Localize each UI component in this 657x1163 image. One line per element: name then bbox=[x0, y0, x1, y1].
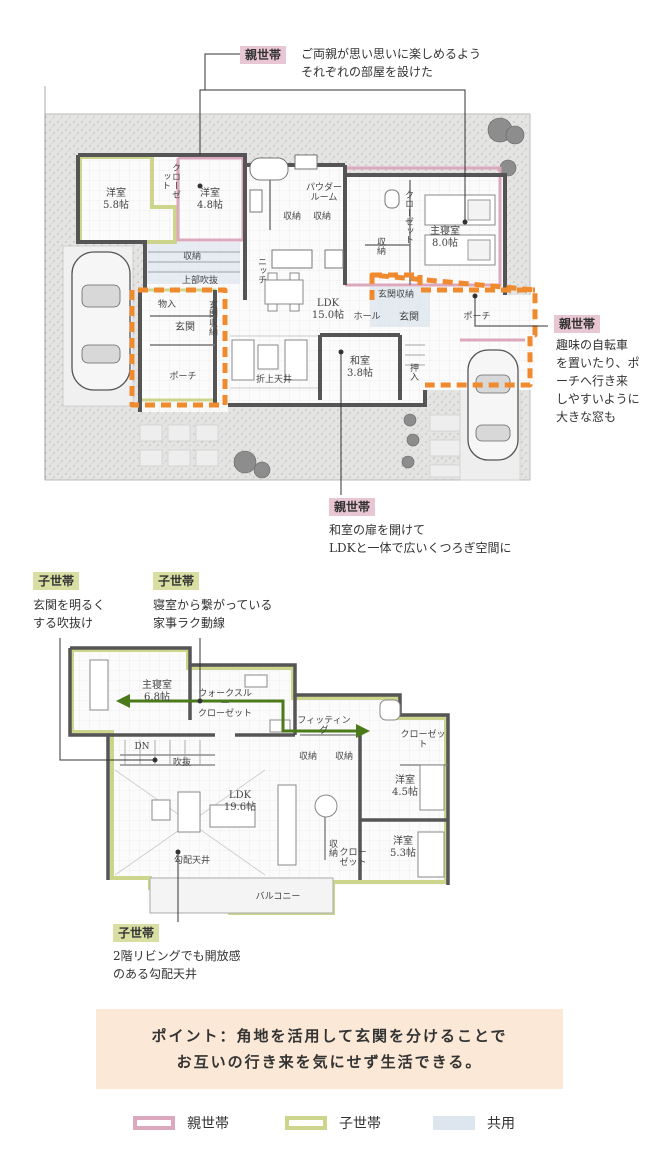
ff-room-youshitsu-b: 洋室 4.8帖 bbox=[197, 188, 223, 211]
ff-room-porch-left: ポーチ bbox=[169, 372, 197, 382]
ff-callout-top-text: ご両親が思い思いに楽しめるよう それぞれの部屋を設けた bbox=[301, 47, 482, 79]
ff-storage-2: 収納 bbox=[312, 212, 331, 222]
ff-callout-right-tag: 親世帯 bbox=[554, 315, 601, 333]
ff-storage-1: 収納 bbox=[282, 212, 301, 222]
sf-void: 吹抜 bbox=[172, 758, 191, 768]
ff-shoes: 物入 bbox=[157, 300, 176, 310]
ff-room-closet-a: クローゼット bbox=[160, 163, 180, 199]
ff-room-ldk: LDK 15.0帖 bbox=[311, 298, 345, 321]
ff-storage-4: 収納 bbox=[375, 237, 385, 255]
sf-dn: DN bbox=[134, 742, 150, 752]
legend-parent-swatch bbox=[133, 1116, 175, 1130]
legend-shared-swatch bbox=[433, 1116, 475, 1130]
ff-room-genkan-right: 玄関 bbox=[399, 312, 419, 323]
ff-storage-3: 収納 bbox=[182, 252, 201, 262]
sf-room-youshitsu-b: 洋室 5.3帖 bbox=[390, 836, 416, 859]
sf-room-closet-a: クローゼット bbox=[400, 730, 446, 750]
sf-room-ldk: LDK 19.6帖 bbox=[223, 790, 257, 813]
ff-room-powder: パウダー ルーム bbox=[305, 183, 342, 203]
sf-balcony: バルコニー bbox=[255, 892, 301, 902]
legend-shared: 共用 bbox=[433, 1112, 515, 1134]
sf-room-master: 主寝室 6.8帖 bbox=[142, 680, 172, 703]
legend-parent: 親世帯 bbox=[133, 1112, 229, 1134]
ff-room-hall: ホール bbox=[353, 312, 381, 322]
sf-callout-mid-text: 寝室から繋がっている 家事ラク動線 bbox=[153, 598, 273, 630]
sf-callout-left-text: 玄関を明るく する吹抜け bbox=[33, 598, 106, 630]
sf-room-fitting: フィッティング bbox=[297, 716, 351, 736]
sf-callout-bottom-text: 2階リビングでも開放感 のある勾配天井 bbox=[113, 949, 241, 981]
second-floor-plan bbox=[59, 638, 450, 922]
sf-callout-mid-tag: 子世帯 bbox=[153, 572, 200, 590]
ff-callout-right-text: 趣味の自転車 を置いたり、ポ ーチへ行き来 しやすいように 大きな窓も bbox=[556, 338, 640, 424]
sf-callout-bottom-tag: 子世帯 bbox=[113, 924, 160, 942]
sf-room-closet-b: クロー ゼット bbox=[339, 848, 367, 868]
ff-room-void: 上部吹抜 bbox=[181, 276, 218, 286]
sf-slope: 勾配天井 bbox=[173, 856, 210, 866]
point-line-2: お互いの行き来を気にせず生活できる。 bbox=[176, 1053, 483, 1071]
point-box: ポイント：角地を活用して玄関を分けることで お互いの行き来を気にせず生活できる。 bbox=[96, 1009, 563, 1089]
legend-child-swatch bbox=[285, 1116, 327, 1130]
ff-room-youshitsu-a: 洋室 5.8帖 bbox=[103, 188, 129, 211]
sf-storage-3: 収納 bbox=[327, 839, 337, 857]
ff-ceiling: 折上天井 bbox=[255, 375, 292, 385]
sf-room-walkin: ウォークスルー クローゼット bbox=[197, 689, 252, 719]
ff-callout-bottom-text: 和室の扉を開けて LDKと一体で広いくつろぎ空間に bbox=[329, 523, 512, 555]
legend-parent-label: 親世帯 bbox=[187, 1116, 229, 1132]
ff-genkan-storage-right: 玄関収納 bbox=[377, 290, 414, 300]
sf-room-youshitsu-a: 洋室 4.5帖 bbox=[392, 775, 418, 798]
ff-niche: ニッチ bbox=[256, 256, 266, 284]
ff-room-closet-b: クローゼット bbox=[403, 190, 413, 244]
ff-room-genkan-left: 玄関 bbox=[175, 322, 195, 333]
ff-room-washitsu: 和室 3.8帖 bbox=[347, 356, 373, 379]
legend-child: 子世帯 bbox=[285, 1112, 381, 1134]
legend-child-label: 子世帯 bbox=[339, 1116, 381, 1132]
ff-oshiire: 押入 bbox=[408, 363, 418, 381]
ff-room-master: 主寝室 8.0帖 bbox=[430, 226, 460, 249]
point-line-1: ポイント：角地を活用して玄関を分けることで bbox=[151, 1027, 508, 1045]
sf-storage-2: 収納 bbox=[334, 752, 353, 762]
ff-callout-bottom-tag: 親世帯 bbox=[329, 498, 376, 516]
ff-callout-top-tag: 親世帯 bbox=[240, 46, 287, 64]
ff-room-porch-right: ポーチ bbox=[463, 312, 491, 322]
ff-genkan-storage-left: 玄関収納 bbox=[207, 300, 217, 336]
sf-callout-left-tag: 子世帯 bbox=[33, 572, 80, 590]
legend-shared-label: 共用 bbox=[487, 1116, 515, 1132]
sf-storage-1: 収納 bbox=[298, 752, 317, 762]
first-floor-plan bbox=[44, 53, 548, 495]
